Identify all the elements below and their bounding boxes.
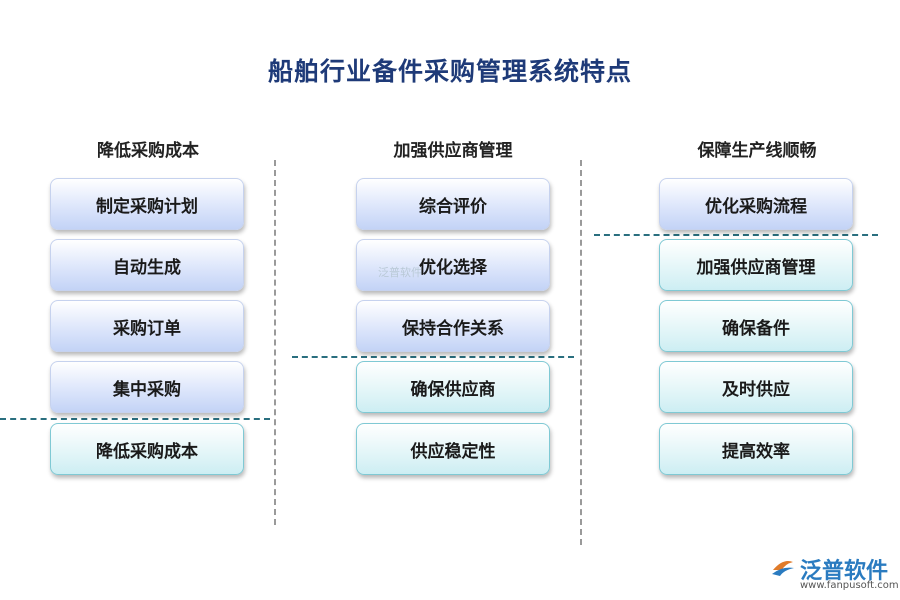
feature-result-box: 供应稳定性: [356, 423, 550, 475]
feature-box: 集中采购: [50, 361, 244, 413]
column-separator-1: [274, 160, 276, 525]
divider-col-2: [292, 356, 574, 358]
feature-box: 优化采购流程: [659, 178, 853, 230]
feature-result-box: 降低采购成本: [50, 423, 244, 475]
brand-logo: 泛普软件: [770, 553, 888, 585]
divider-col-1: [0, 418, 270, 420]
page-title: 船舶行业备件采购管理系统特点: [267, 57, 632, 86]
watermark: 泛普软件: [378, 266, 422, 279]
column-separator-2: [580, 160, 582, 545]
column-header-3: 保障生产线顺畅: [697, 141, 817, 161]
column-header-2: 加强供应商管理: [393, 141, 513, 161]
divider-col-3: [594, 234, 878, 236]
logo-icon: [770, 556, 796, 582]
feature-box: 制定采购计划: [50, 178, 244, 230]
feature-box: 综合评价: [356, 178, 550, 230]
feature-box: 优化选择: [356, 239, 550, 291]
feature-box: 自动生成: [50, 239, 244, 291]
feature-box: 采购订单: [50, 300, 244, 352]
logo-url: www.fanpusoft.com: [800, 580, 899, 591]
feature-result-box: 提高效率: [659, 423, 853, 475]
column-header-1: 降低采购成本: [97, 141, 199, 161]
feature-result-box: 及时供应: [659, 361, 853, 413]
feature-result-box: 确保备件: [659, 300, 853, 352]
feature-box: 保持合作关系: [356, 300, 550, 352]
logo-name: 泛普软件: [800, 559, 889, 584]
feature-result-box: 确保供应商: [356, 361, 550, 413]
feature-result-box: 加强供应商管理: [659, 239, 853, 291]
